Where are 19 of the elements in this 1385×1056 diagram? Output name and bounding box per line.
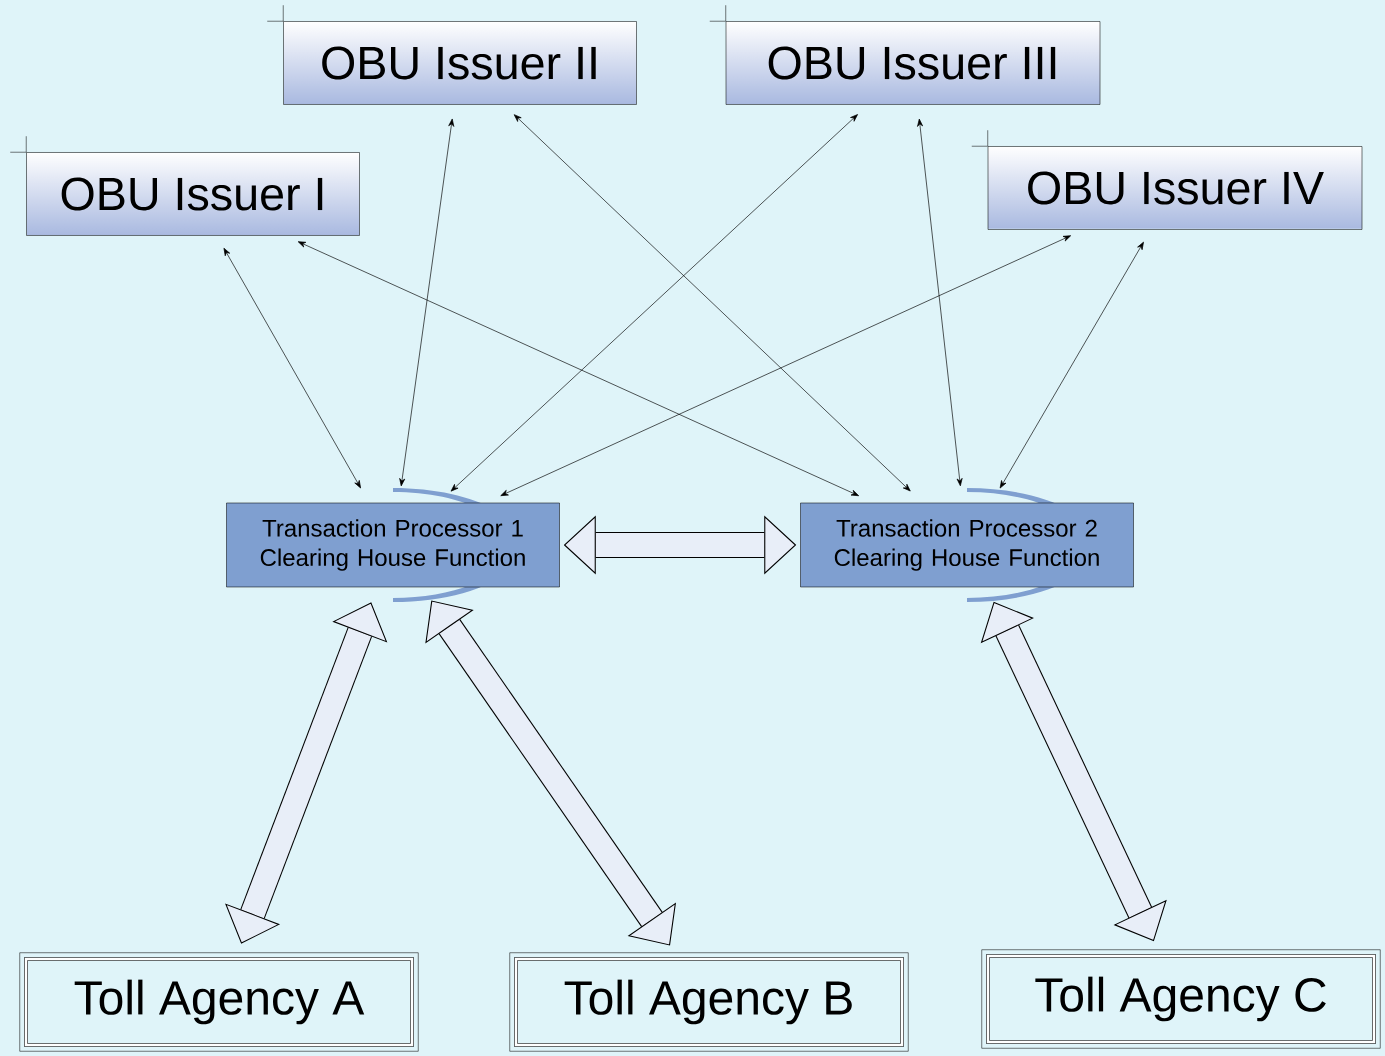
arrow	[223, 247, 361, 489]
agency-box: Toll Agency B	[509, 952, 909, 1052]
arrow	[999, 241, 1144, 489]
arrow	[297, 241, 859, 497]
issuer-box: OBU Issuer I	[9, 135, 360, 236]
issuer-box: OBU Issuer IV	[971, 129, 1363, 230]
processor-box: Transaction Processor 2 Clearing House Function	[800, 502, 1134, 588]
block-arrow	[980, 601, 1167, 942]
arrow	[399, 118, 455, 487]
arrow	[500, 235, 1071, 496]
processor-box: Transaction Processor 1 Clearing House Function	[226, 502, 560, 588]
block-arrow	[425, 600, 677, 946]
agency-box: Toll Agency A	[19, 952, 419, 1052]
arrow	[450, 114, 858, 492]
issuer-box: OBU Issuer II	[266, 4, 637, 105]
issuer-box: OBU Issuer III	[709, 4, 1101, 105]
agency-box: Toll Agency C	[981, 949, 1381, 1049]
arrow	[917, 118, 963, 487]
arrow	[513, 114, 911, 492]
